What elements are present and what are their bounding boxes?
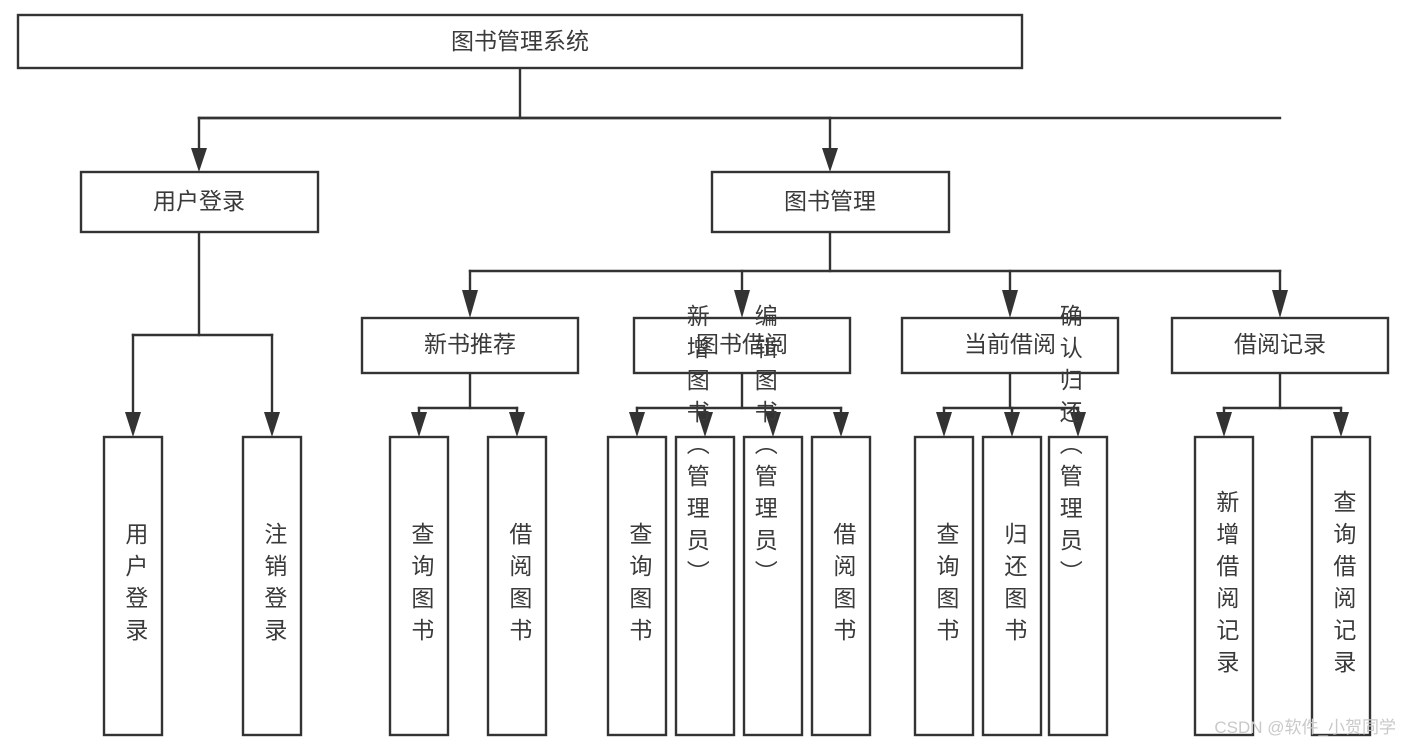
watermark-label: CSDN @软件_小贺同学 xyxy=(1214,718,1396,737)
node-user-login-label: 用户登录 xyxy=(153,188,245,214)
arrow-head-br-leaf-2 xyxy=(1333,412,1349,437)
leaf-bb-query-book-box[interactable] xyxy=(606,435,668,737)
arrow-head-cb-leaf-3 xyxy=(1070,412,1086,437)
arrow-head-user-login xyxy=(191,148,207,172)
leaf-bb-query-book-label: 查询图书 xyxy=(626,522,653,650)
leaf-node-cb-query-book[interactable]: 查询图书 xyxy=(913,435,975,737)
node-borrow-record[interactable]: 借阅记录 xyxy=(1170,316,1390,375)
node-borrow-record-label: 借阅记录 xyxy=(1234,331,1326,357)
leaf-node-bb-borrow-book[interactable]: 借阅图书 xyxy=(810,435,872,737)
arrow-head-borrow-record xyxy=(1272,290,1288,318)
leaf-node-bb-add-book[interactable]: 新增图书（管理员） xyxy=(674,304,736,737)
node-root[interactable]: 图书管理系统 xyxy=(16,13,1024,70)
leaf-node-nb-borrow-book[interactable]: 借阅图书 xyxy=(486,435,548,737)
leaf-node-cb-confirm-return[interactable]: 确认归还（管理员） xyxy=(1047,304,1109,737)
node-current-borrow-label: 当前借阅 xyxy=(964,331,1056,357)
leaf-user-login-box[interactable] xyxy=(102,435,164,737)
node-book-borrow[interactable]: 图书借阅 xyxy=(632,316,852,375)
arrow-head-bb-leaf-3 xyxy=(765,412,781,437)
arrow-head-bb-leaf-1 xyxy=(629,412,645,437)
leaf-br-query-record-label: 查询借阅记录 xyxy=(1330,490,1357,682)
node-new-book-recommend-label: 新书推荐 xyxy=(424,331,516,357)
leaf-nb-borrow-book-label: 借阅图书 xyxy=(506,522,533,650)
leaf-cb-return-book-label: 归还图书 xyxy=(1001,522,1028,650)
leaf-bb-edit-book-box[interactable] xyxy=(742,435,804,737)
arrow-head-nb-leaf-2 xyxy=(509,412,525,437)
leaf-node-bb-edit-book[interactable]: 编辑图书（管理员） xyxy=(742,304,804,737)
leaf-cb-return-book-box[interactable] xyxy=(981,435,1043,737)
leaf-user-login-label: 用户登录 xyxy=(122,522,149,650)
arrow-head-new-book xyxy=(462,290,478,318)
arrow-head-br-leaf-1 xyxy=(1216,412,1232,437)
leaf-br-query-record-box[interactable] xyxy=(1310,435,1372,737)
leaf-bb-add-book-label: 新增图书（管理员） xyxy=(683,304,710,592)
leaf-node-cb-return-book[interactable]: 归还图书 xyxy=(981,435,1043,737)
leaf-bb-borrow-book-label: 借阅图书 xyxy=(830,522,857,650)
node-root-box[interactable] xyxy=(16,13,1024,70)
leaf-cb-query-book-label: 查询图书 xyxy=(933,522,960,650)
leaf-nb-query-book-box[interactable] xyxy=(388,435,450,737)
leaf-node-nb-query-book[interactable]: 查询图书 xyxy=(388,435,450,737)
leaf-nb-query-book-label: 查询图书 xyxy=(408,522,435,650)
leaf-node-user-login[interactable]: 用户登录 xyxy=(102,435,164,737)
leaf-br-add-record-box[interactable] xyxy=(1193,435,1255,737)
leaf-node-logout[interactable]: 注销登录 xyxy=(241,435,303,737)
leaf-cb-confirm-return-box[interactable] xyxy=(1047,435,1109,737)
arrow-head-bb-leaf-4 xyxy=(833,412,849,437)
leaf-cb-confirm-return-label: 确认归还（管理员） xyxy=(1056,304,1083,592)
leaf-cb-query-book-box[interactable] xyxy=(913,435,975,737)
arrow-head-nb-leaf-1 xyxy=(411,412,427,437)
leaf-node-bb-query-book[interactable]: 查询图书 xyxy=(606,435,668,737)
arrow-head-leaf-user-login xyxy=(125,412,141,437)
node-borrow-record-box[interactable] xyxy=(1170,316,1390,375)
node-new-book-recommend[interactable]: 新书推荐 xyxy=(360,316,580,375)
arrow-head-cb-leaf-1 xyxy=(936,412,952,437)
arrow-head-bb-leaf-2 xyxy=(697,412,713,437)
leaf-logout-label: 注销登录 xyxy=(261,522,288,650)
node-book-borrow-label: 图书借阅 xyxy=(696,331,788,357)
node-root-label: 图书管理系统 xyxy=(451,28,589,54)
arrow-head-leaf-logout xyxy=(264,412,280,437)
arrow-head-cb-leaf-2 xyxy=(1004,412,1020,437)
node-current-borrow[interactable]: 当前借阅 xyxy=(900,316,1120,375)
leaf-nb-borrow-book-box[interactable] xyxy=(486,435,548,737)
leaf-node-br-query-record[interactable]: 查询借阅记录 xyxy=(1310,435,1372,737)
node-book-borrow-box[interactable] xyxy=(632,316,852,375)
node-current-borrow-box[interactable] xyxy=(900,316,1120,375)
node-book-manage-box[interactable] xyxy=(710,170,951,234)
node-user-login-box[interactable] xyxy=(79,170,320,234)
leaf-bb-borrow-book-box[interactable] xyxy=(810,435,872,737)
leaf-bb-add-book-box[interactable] xyxy=(674,435,736,737)
leaf-logout-box[interactable] xyxy=(241,435,303,737)
leaf-node-br-add-record[interactable]: 新增借阅记录 xyxy=(1193,435,1255,737)
node-book-manage-label: 图书管理 xyxy=(784,188,876,214)
node-book-manage[interactable]: 图书管理 xyxy=(710,170,951,234)
node-new-book-recommend-box[interactable] xyxy=(360,316,580,375)
leaf-br-add-record-label: 新增借阅记录 xyxy=(1213,490,1240,682)
connector-layer xyxy=(125,66,1349,437)
arrow-head-book-borrow xyxy=(734,290,750,318)
node-user-login[interactable]: 用户登录 xyxy=(79,170,320,234)
arrow-head-current-borrow xyxy=(1002,290,1018,318)
arrow-head-book-manage xyxy=(822,148,838,172)
leaf-bb-edit-book-label: 编辑图书（管理员） xyxy=(751,304,778,592)
